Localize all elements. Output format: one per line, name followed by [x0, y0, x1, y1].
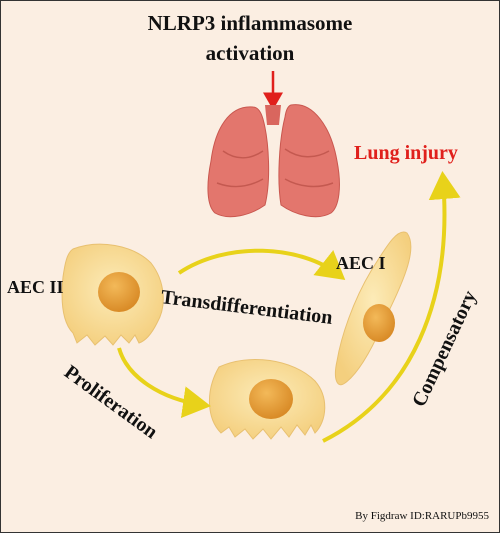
figdraw-credit: By Figdraw ID:RARUPb9955	[355, 510, 489, 522]
title-line-1: NLRP3 inflammasome	[147, 11, 353, 35]
aec2-label: AEC II	[7, 277, 64, 297]
aec2-daughter-cell	[208, 358, 326, 440]
aec2-cell	[61, 243, 164, 346]
lung-injury-label: Lung injury	[354, 142, 458, 164]
proliferation-arrow	[117, 347, 211, 419]
lungs-illustration	[207, 104, 340, 218]
aec1-label: AEC I	[336, 253, 386, 273]
aec2-daughter-nucleus	[249, 379, 293, 419]
transdifferentiation-arrow	[177, 248, 346, 280]
compensatory-arrow	[322, 171, 461, 443]
aec2-nucleus	[98, 272, 140, 312]
trachea	[265, 105, 281, 125]
aec1-cell	[334, 231, 412, 386]
left-lung	[207, 106, 270, 218]
title-line-2: activation	[205, 41, 295, 65]
aec1-nucleus	[363, 304, 395, 342]
right-lung	[278, 104, 340, 218]
